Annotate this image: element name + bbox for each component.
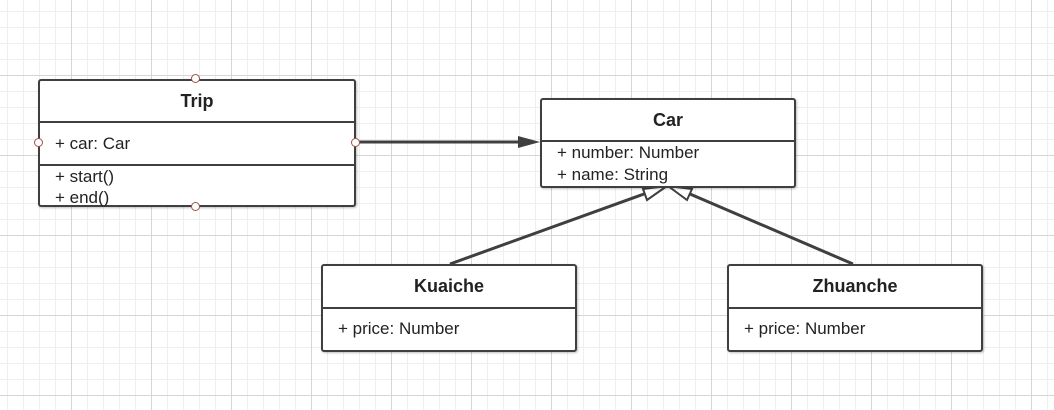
class-car-attributes: + number: Number + name: String: [542, 142, 794, 186]
class-trip-method: + start(): [55, 167, 115, 186]
class-trip-attribute: + car: Car: [55, 134, 131, 153]
class-zhuanche[interactable]: Zhuanche + price: Number: [727, 264, 983, 352]
class-trip-name: Trip: [40, 81, 354, 123]
class-kuaiche-attributes: + price: Number: [323, 318, 575, 340]
class-kuaiche-attribute: + price: Number: [338, 319, 460, 338]
class-trip-methods: + start() + end(): [40, 164, 354, 208]
generalization-triangle-zhuanche: [664, 184, 694, 202]
connection-handle-left[interactable]: [34, 138, 43, 147]
class-car-attribute: + name: String: [557, 165, 669, 184]
class-car-name: Car: [542, 100, 794, 142]
connection-handle-bottom[interactable]: [191, 202, 200, 211]
class-trip-attributes: + car: Car: [40, 133, 354, 155]
class-car[interactable]: Car + number: Number + name: String: [540, 98, 796, 188]
class-zhuanche-attributes: + price: Number: [729, 318, 981, 340]
connection-handle-right[interactable]: [351, 138, 360, 147]
class-car-attribute: + number: Number: [557, 143, 700, 162]
class-kuaiche-name: Kuaiche: [323, 266, 575, 309]
generalization-line-kuaiche-car[interactable]: [449, 192, 645, 266]
generalization-triangle-kuaiche: [641, 185, 668, 202]
class-zhuanche-name: Zhuanche: [729, 266, 981, 309]
association-arrowhead: [518, 136, 540, 148]
connection-handle-top[interactable]: [191, 74, 200, 83]
class-kuaiche[interactable]: Kuaiche + price: Number: [321, 264, 577, 352]
generalization-line-zhuanche-car[interactable]: [689, 192, 854, 266]
class-zhuanche-attribute: + price: Number: [744, 319, 866, 338]
class-trip[interactable]: Trip + car: Car + start() + end(): [38, 79, 356, 207]
class-trip-method: + end(): [55, 188, 110, 207]
